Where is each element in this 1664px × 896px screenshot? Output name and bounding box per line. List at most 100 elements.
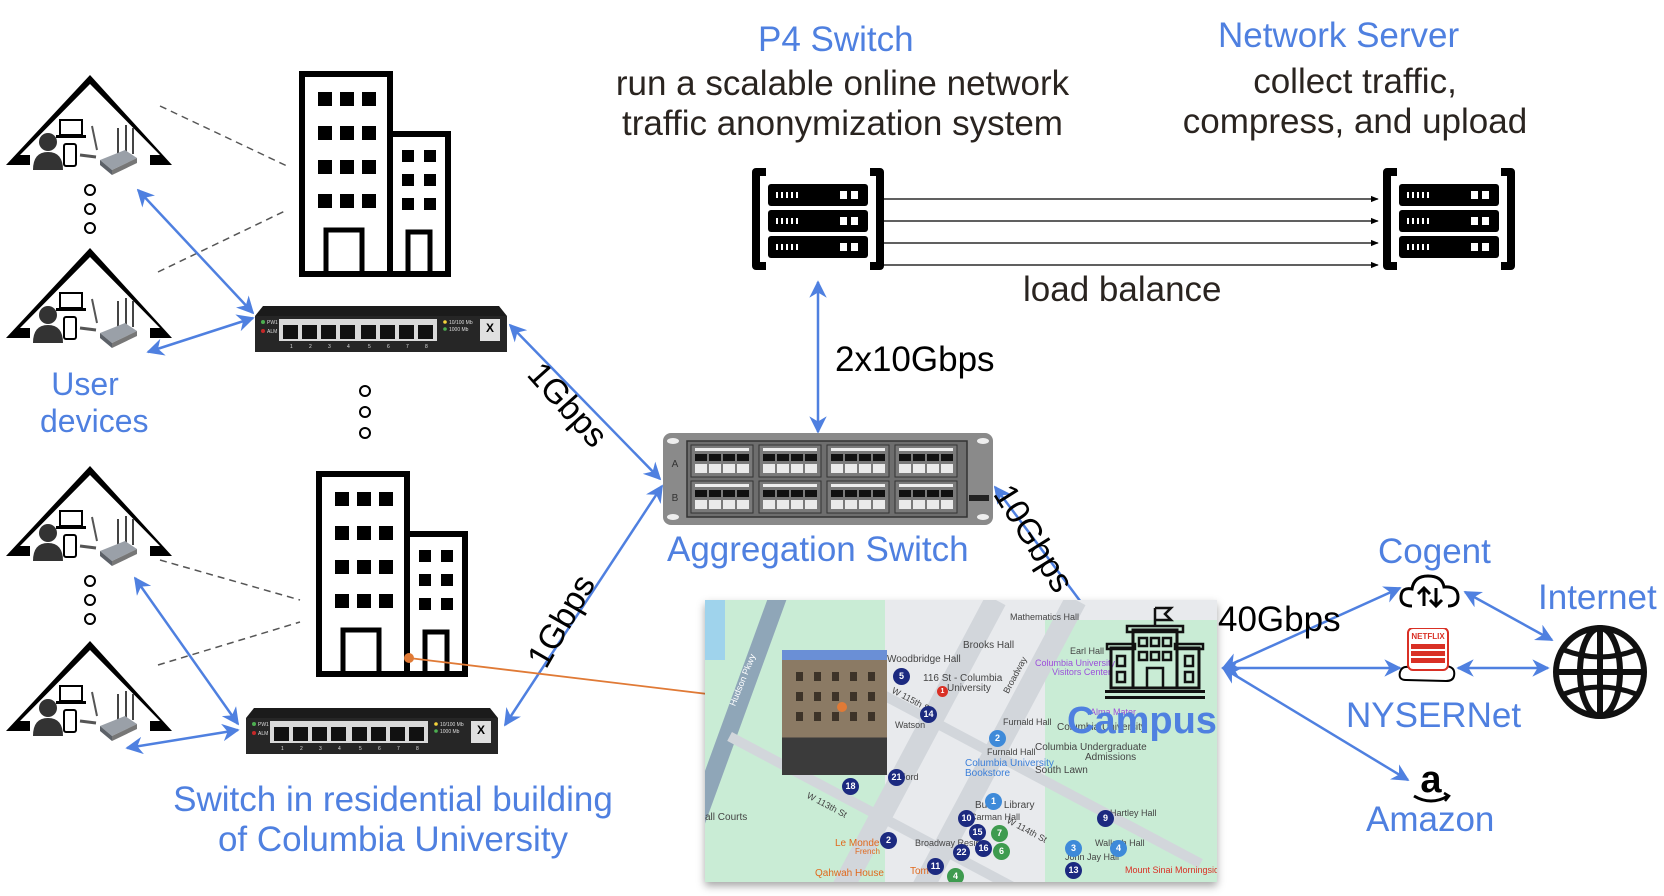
map-pin[interactable]: 1 xyxy=(937,686,948,697)
p4-switch-title: P4 Switch xyxy=(758,20,914,59)
network-server-title: Network Server xyxy=(1218,16,1460,55)
map-label: Bookstore xyxy=(965,768,1011,779)
svg-text:5: 5 xyxy=(368,344,371,350)
person-icon xyxy=(39,133,57,151)
map-label: Mathematics Hall xyxy=(1010,612,1080,622)
map-label: Visitors Center xyxy=(1052,667,1111,677)
load-balance-label: load balance xyxy=(1023,270,1222,309)
home-icon-1 xyxy=(6,75,172,175)
building-icon-1 xyxy=(299,71,451,277)
map-label: Columbia University xyxy=(965,758,1054,769)
svg-text:B: B xyxy=(672,493,679,504)
svg-text:ALM: ALM xyxy=(267,329,277,335)
map-label: Brooks Hall xyxy=(963,640,1015,651)
map-label: Columbia University xyxy=(1057,722,1146,733)
phone-icon xyxy=(63,143,77,167)
link-switch1-aggregation xyxy=(508,323,662,481)
svg-text:A: A xyxy=(672,459,679,470)
map-label: Watson xyxy=(895,720,926,730)
map-pin[interactable]: 1 xyxy=(985,793,1002,810)
netflix-badge: NETFLIX xyxy=(1411,632,1445,641)
map-pin[interactable]: 10 xyxy=(958,810,975,827)
map-pin[interactable]: 22 xyxy=(953,844,970,861)
ellipsis-dots-bottom xyxy=(84,575,96,625)
map-label: Qahwah House xyxy=(815,868,884,879)
svg-text:1: 1 xyxy=(290,344,293,350)
nysernet-label: NYSERNet xyxy=(1346,696,1522,735)
p4-switch-description: run a scalable online network traffic an… xyxy=(615,64,1070,144)
link-house4-switch2 xyxy=(125,723,240,755)
network-server-rack-icon[interactable] xyxy=(1383,168,1515,270)
network-server-description: collect traffic, compress, and upload xyxy=(1182,62,1528,142)
p4-switch-rack-icon[interactable] xyxy=(752,168,884,270)
ellipsis-dots-buildings xyxy=(359,385,371,439)
campus-map[interactable]: Mathematics Hall Brooks Hall Woodbridge … xyxy=(705,600,1217,882)
map-label: 116 St - Columbia xyxy=(923,673,1003,684)
map-label: Hartley Hall xyxy=(1110,808,1157,818)
map-label: Broadway Reside xyxy=(915,838,986,848)
link-campus-amazon xyxy=(1221,666,1410,782)
link-cogent-internet xyxy=(1463,590,1554,642)
svg-text:a: a xyxy=(1420,760,1442,801)
svg-text:3: 3 xyxy=(328,344,331,350)
map-label: Carman Hall xyxy=(970,812,1021,822)
cloud-upload-download-icon[interactable] xyxy=(1398,572,1462,612)
map-pin[interactable]: 4 xyxy=(947,868,964,882)
link-house1-switch1 xyxy=(136,188,255,315)
map-pin[interactable]: 5 xyxy=(893,668,910,685)
residential-switch-2[interactable] xyxy=(246,700,498,756)
map-label: Admissions xyxy=(1085,752,1137,763)
link-switch2-aggregation xyxy=(503,484,664,727)
map-pin[interactable]: 18 xyxy=(842,778,859,795)
link-speed-campus-isp: 40Gbps xyxy=(1218,600,1341,639)
map-label: Alma Mater xyxy=(1090,707,1137,717)
map-pin[interactable]: 2 xyxy=(880,832,897,849)
map-label: Tom's xyxy=(910,866,936,877)
map-label: South Lawn xyxy=(1035,765,1088,776)
aggregation-switch[interactable]: A B xyxy=(663,433,993,525)
svg-text:10/100 Mb: 10/100 Mb xyxy=(449,320,473,326)
internet-label: Internet xyxy=(1538,578,1657,617)
residential-switch-label: Switch in residential building of Columb… xyxy=(173,780,613,860)
map-pin[interactable]: 16 xyxy=(975,840,992,857)
map-label: John Jay Hall xyxy=(1065,852,1120,862)
campus-building-icon xyxy=(1105,606,1205,699)
map-pin[interactable]: 13 xyxy=(1065,862,1082,879)
svg-text:7: 7 xyxy=(406,344,409,350)
netflix-cache-cloud-icon[interactable]: NETFLIX xyxy=(1398,628,1458,684)
map-label: Furnald Hall xyxy=(987,747,1036,757)
map-label: Ford xyxy=(900,772,919,782)
map-label: Columbia University xyxy=(1035,658,1116,668)
map-pin[interactable]: 14 xyxy=(920,706,937,723)
map-pin[interactable]: 21 xyxy=(888,769,905,786)
map-label: all Courts xyxy=(705,812,748,823)
map-label: Furnald Hall xyxy=(1003,717,1052,727)
map-pin[interactable]: 2 xyxy=(989,730,1006,747)
map-pin[interactable]: 6 xyxy=(993,843,1010,860)
map-label: Woodbridge Hall xyxy=(887,654,961,665)
map-label: Columbia Undergraduate xyxy=(1035,742,1147,753)
map-pin[interactable]: 4 xyxy=(1110,840,1127,857)
router-icon xyxy=(100,125,137,175)
building-photo xyxy=(782,650,887,775)
map-pin[interactable]: 11 xyxy=(927,858,944,875)
map-label: Earl Hall xyxy=(1070,646,1105,656)
map-label: French xyxy=(855,847,880,856)
svg-text:2: 2 xyxy=(309,344,312,350)
link-house3-switch2 xyxy=(133,576,240,726)
map-pin[interactable]: 3 xyxy=(1065,840,1082,857)
link-campus-cogent xyxy=(1221,586,1402,670)
globe-icon[interactable] xyxy=(1550,622,1650,722)
campus-label: Campus xyxy=(1067,700,1217,742)
map-pin[interactable]: 9 xyxy=(1097,810,1114,827)
map-label: University xyxy=(947,683,991,694)
map-label: Le Monde xyxy=(835,838,880,849)
amazon-logo-icon[interactable]: a xyxy=(1406,760,1456,808)
map-pin[interactable]: 15 xyxy=(969,824,986,841)
map-pin[interactable]: 7 xyxy=(991,825,1008,842)
svg-text:1000 Mb: 1000 Mb xyxy=(449,327,469,333)
map-label: Mount Sinai Morningside xyxy=(1125,865,1217,875)
svg-text:PW1: PW1 xyxy=(267,320,278,326)
